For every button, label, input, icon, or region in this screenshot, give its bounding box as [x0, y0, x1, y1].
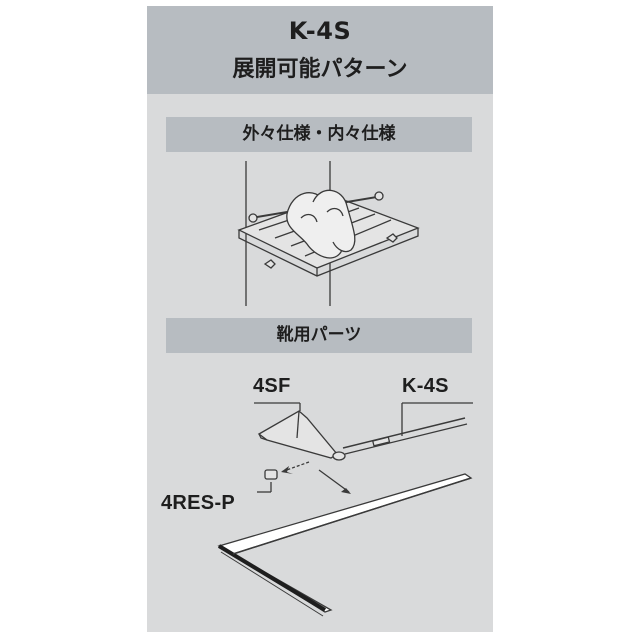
header-band: K-4S 展開可能パターン — [147, 6, 493, 94]
product-card: K-4S 展開可能パターン 外々仕様・内々仕様 — [147, 6, 493, 632]
shoe-tray-illustration — [237, 161, 420, 306]
section-spec-band: 外々仕様・内々仕様 — [166, 117, 472, 152]
pattern-title: 展開可能パターン — [232, 57, 408, 82]
label-k4s: K-4S — [402, 375, 449, 397]
label-4sf: 4SF — [253, 375, 291, 397]
section-parts-band: 靴用パーツ — [166, 318, 472, 353]
parts-illustration — [217, 402, 473, 617]
label-4res-p: 4RES-P — [161, 492, 236, 514]
model-title: K-4S — [288, 17, 352, 45]
